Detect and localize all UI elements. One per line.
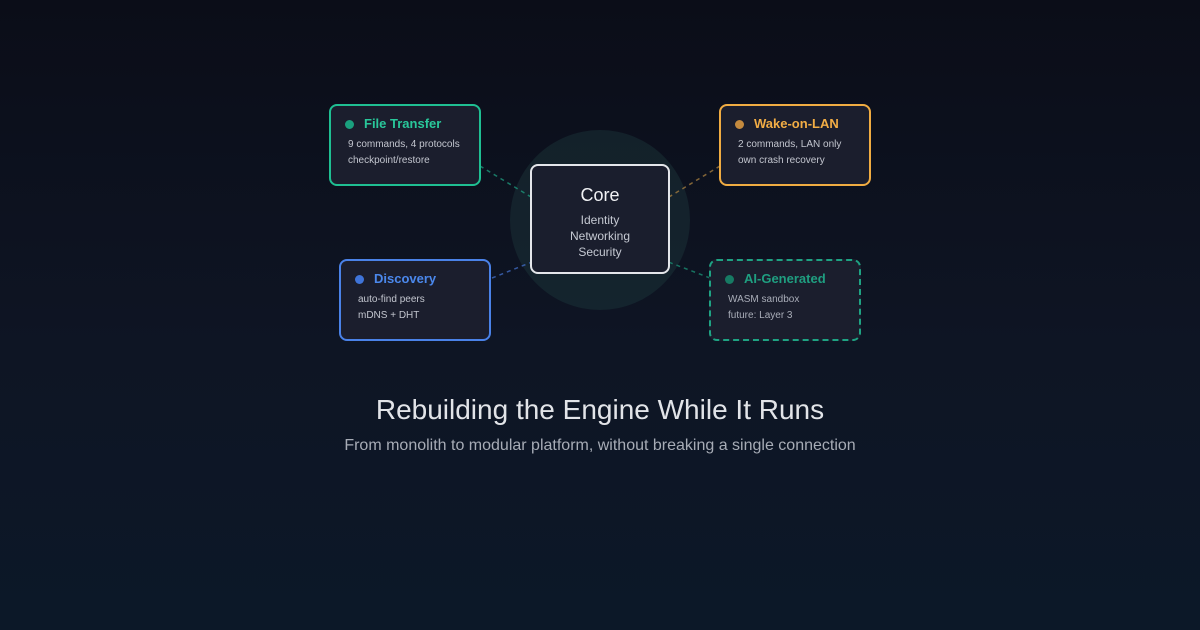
module-detail: auto-find peers bbox=[358, 294, 425, 305]
page-title: Rebuilding the Engine While It Runs bbox=[375, 394, 825, 425]
module-wake-on-lan: Wake-on-LAN 2 commands, LAN only own cra… bbox=[719, 104, 871, 186]
module-detail: own crash recovery bbox=[738, 155, 825, 166]
module-detail: 9 commands, 4 protocols bbox=[348, 139, 460, 150]
module-title: Discovery bbox=[374, 271, 437, 286]
connector-discovery bbox=[491, 257, 543, 279]
module-detail: mDNS + DHT bbox=[358, 310, 420, 321]
module-detail: future: Layer 3 bbox=[728, 310, 793, 321]
module-title: File Transfer bbox=[364, 116, 442, 131]
core-line-identity: Identity bbox=[580, 213, 620, 227]
status-dot-icon bbox=[725, 274, 734, 284]
core-line-security: Security bbox=[578, 245, 622, 259]
module-title: AI-Generated bbox=[744, 271, 826, 286]
connector-ai-generated bbox=[657, 257, 711, 279]
module-title: Wake-on-LAN bbox=[754, 116, 839, 131]
page-subtitle: From monolith to modular platform, witho… bbox=[344, 437, 856, 454]
connector-file-transfer bbox=[479, 165, 537, 201]
module-ai-generated: AI-Generated WASM sandbox future: Layer … bbox=[709, 259, 861, 341]
module-detail: 2 commands, LAN only bbox=[738, 139, 842, 150]
core-title: Core bbox=[580, 185, 620, 205]
module-detail: WASM sandbox bbox=[728, 294, 800, 305]
core-line-networking: Networking bbox=[569, 229, 631, 243]
module-discovery: Discovery auto-find peers mDNS + DHT bbox=[339, 259, 491, 341]
status-dot-icon bbox=[345, 119, 354, 129]
module-detail: checkpoint/restore bbox=[348, 155, 430, 166]
status-dot-icon bbox=[355, 274, 364, 284]
connector-wake-on-lan bbox=[663, 165, 721, 201]
module-file-transfer: File Transfer 9 commands, 4 protocols ch… bbox=[329, 104, 481, 186]
core-node: Core Identity Networking Security bbox=[530, 164, 670, 274]
status-dot-icon bbox=[735, 119, 744, 129]
